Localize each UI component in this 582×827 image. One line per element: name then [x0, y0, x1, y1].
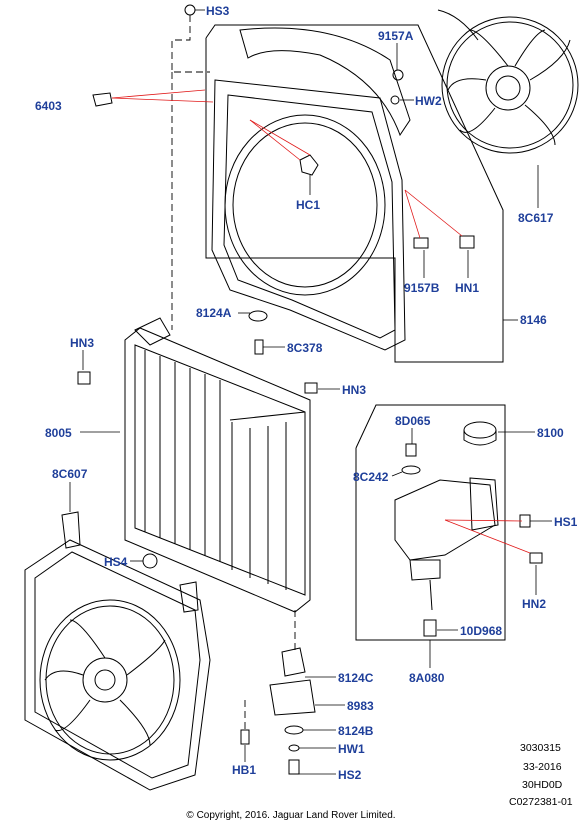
- callout-10d968: 10D968: [460, 624, 502, 638]
- callout-8124b: 8124B: [338, 724, 374, 738]
- callout-hs2: HS2: [338, 768, 362, 782]
- callout-9157a: 9157A: [378, 29, 414, 43]
- callout-hs4: HS4: [104, 555, 128, 569]
- reference-line-3: 30HD0D: [522, 779, 563, 791]
- alignment-lines: [171, 15, 296, 730]
- callout-8a080: 8A080: [409, 671, 445, 685]
- radiator-core-fins: [144, 350, 287, 590]
- callout-8146: 8146: [520, 313, 547, 327]
- fan-shroud-frame: [211, 27, 411, 351]
- callout-6403: 6403: [35, 99, 62, 113]
- callout-hb1: HB1: [232, 763, 256, 777]
- fasteners: [77, 4, 543, 569]
- callout-9157b: 9157B: [404, 281, 440, 295]
- callout-8c617: 8C617: [518, 211, 554, 225]
- callout-hs1: HS1: [554, 515, 578, 529]
- tank-group-outline: [355, 404, 506, 641]
- callout-hn3-right: HN3: [342, 383, 366, 397]
- callout-8124a: 8124A: [196, 306, 232, 320]
- callout-hw2: HW2: [415, 94, 442, 108]
- expansion-tank: [394, 477, 499, 637]
- callout-hn3-left: HN3: [70, 336, 94, 350]
- reference-line-1: 3030315: [520, 742, 561, 754]
- callout-8c242: 8C242: [353, 470, 389, 484]
- callout-8d065: 8D065: [395, 414, 431, 428]
- callout-hw1: HW1: [338, 742, 365, 756]
- shroud-group-outline: [205, 24, 504, 363]
- copyright-notice: © Copyright, 2016. Jaguar Land Rover Lim…: [186, 810, 396, 821]
- electric-fan: [437, 9, 579, 154]
- callout-hn1: HN1: [455, 281, 479, 295]
- callout-8124c: 8124C: [338, 671, 374, 685]
- red-leader-lines: [111, 89, 531, 554]
- radiator: [124, 317, 311, 613]
- callout-8c378: 8C378: [287, 341, 323, 355]
- callout-hs3: HS3: [206, 4, 230, 18]
- reference-line-4: C0272381-01: [509, 796, 573, 808]
- expansion-tank-cap: [463, 421, 497, 446]
- callout-hc1: HC1: [296, 198, 320, 212]
- parts-diagram: HS3 9157A HW2 6403 HC1 8C617 9157B HN1 8…: [24, 4, 579, 808]
- radiator-mount: [240, 647, 316, 775]
- callout-hn2: HN2: [522, 597, 546, 611]
- bleed-screw: [401, 443, 421, 475]
- lower-fan-shroud: [24, 511, 211, 791]
- callout-8c607: 8C607: [52, 467, 88, 481]
- callout-8983: 8983: [347, 699, 374, 713]
- callout-8005: 8005: [45, 426, 72, 440]
- reference-line-2: 33-2016: [523, 761, 562, 773]
- leader-lines: [69, 9, 552, 775]
- callout-8100: 8100: [537, 426, 564, 440]
